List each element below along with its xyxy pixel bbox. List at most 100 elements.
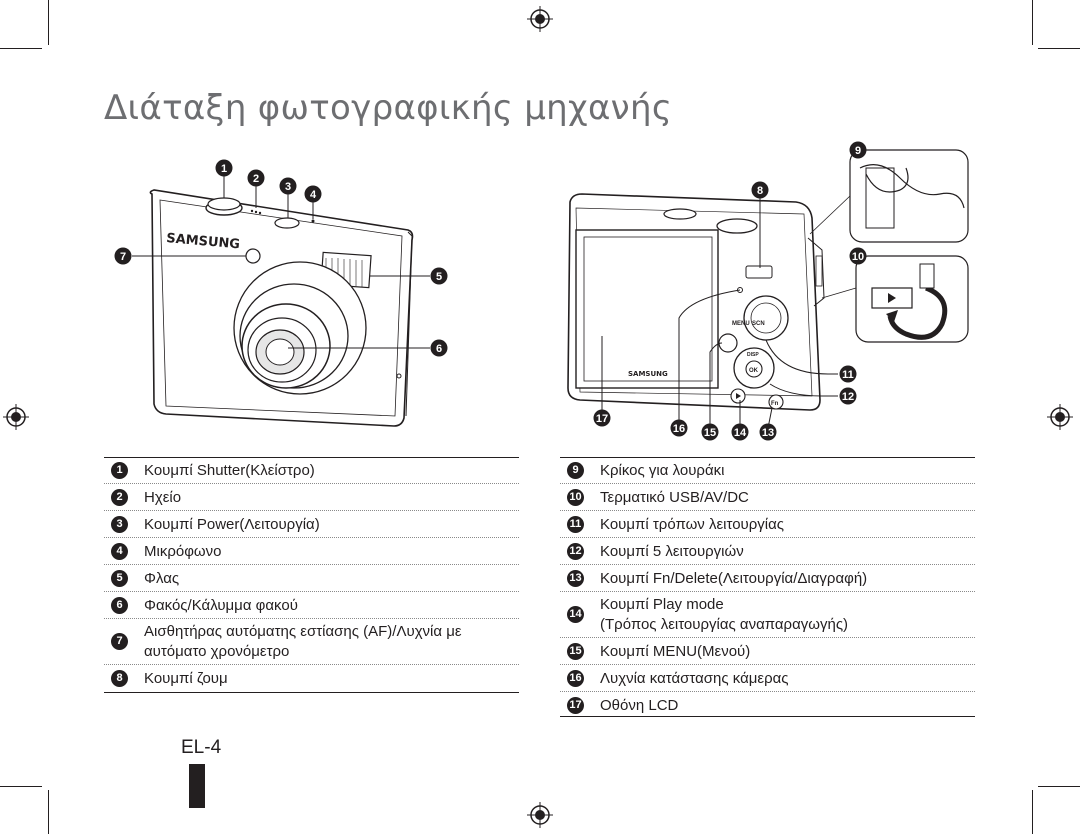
legend-text: Κουμπί Shutter(Κλείστρο) xyxy=(144,462,315,479)
section-tab-marker xyxy=(189,764,205,808)
svg-text:MENU: MENU xyxy=(732,321,750,327)
callout-11-icon: 11 xyxy=(839,365,857,383)
callout-13-icon: 13 xyxy=(759,423,777,441)
legend-text: Οθόνη LCD xyxy=(600,697,679,714)
svg-text:14: 14 xyxy=(734,427,747,439)
legend-number: 12 xyxy=(567,543,584,560)
legend-number: 13 xyxy=(567,570,584,587)
svg-text:16: 16 xyxy=(673,423,685,435)
svg-text:8: 8 xyxy=(757,185,763,197)
callout-1-icon: 1 xyxy=(215,159,233,177)
legend-number: 2 xyxy=(111,489,128,506)
callout-10-icon: 10 xyxy=(849,247,867,265)
legend-row: 7 Αισθητήρας αυτόματης εστίασης (AF)/Λυχν… xyxy=(104,619,519,665)
svg-text:1: 1 xyxy=(221,163,227,175)
legend-number: 5 xyxy=(111,570,128,587)
camera-front-illustration: SAMSUNG 1 2 3 4 7 5 6 xyxy=(114,159,448,427)
crop-mark xyxy=(0,786,42,787)
legend-text: Φλας xyxy=(144,570,180,587)
legend-row: 2 Ηχείο xyxy=(104,484,519,511)
legend-row: 5 Φλας xyxy=(104,565,519,592)
svg-text:10: 10 xyxy=(852,251,864,263)
legend-text: Κουμπί τρόπων λειτουργίας xyxy=(600,516,785,533)
svg-text:11: 11 xyxy=(842,369,854,381)
legend-number: 7 xyxy=(111,633,128,650)
right-legend-table: 9 Κρίκος για λουράκι 10 Τερματικό USB/AV/D… xyxy=(560,458,975,719)
callout-17-icon: 17 xyxy=(593,409,611,427)
legend-text: (Τρόπος λειτουργίας αναπαραγωγής) xyxy=(600,616,849,633)
svg-text:SCN: SCN xyxy=(752,321,765,327)
registration-mark-icon xyxy=(3,404,29,430)
legend-number: 1 xyxy=(111,462,128,479)
legend-number: 15 xyxy=(567,643,584,660)
legend-text: Αισθητήρας αυτόματης εστίασης (AF)/Λυχνί… xyxy=(144,623,462,640)
legend-bottom-rule xyxy=(104,692,519,693)
callout-15-icon: 15 xyxy=(701,423,719,441)
svg-text:12: 12 xyxy=(842,391,854,403)
legend-bottom-rule xyxy=(560,716,975,717)
legend-text: Τερματικό USB/AV/DC xyxy=(600,489,749,506)
registration-mark-icon xyxy=(527,802,553,828)
legend-row: 9 Κρίκος για λουράκι xyxy=(560,458,975,484)
registration-mark-icon xyxy=(527,6,553,32)
brand-logo: SAMSUNG xyxy=(628,370,668,378)
legend-top-rule xyxy=(104,457,519,458)
legend-text: Κρίκος για λουράκι xyxy=(600,462,725,479)
legend-text: Κουμπί Power(Λειτουργία) xyxy=(144,516,320,533)
callout-12-icon: 12 xyxy=(839,387,857,405)
callout-5-icon: 5 xyxy=(430,267,448,285)
legend-text: Κουμπί MENU(Μενού) xyxy=(600,643,751,660)
crop-mark xyxy=(1038,786,1080,787)
legend-row: 3 Κουμπί Power(Λειτουργία) xyxy=(104,511,519,538)
legend-text: Ηχείο xyxy=(144,489,182,506)
svg-text:6: 6 xyxy=(436,343,442,355)
page-number: EL-4 xyxy=(181,737,222,758)
svg-text:3: 3 xyxy=(285,181,291,193)
legend-row: 6 Φακός/Κάλυμμα φακού xyxy=(104,592,519,619)
svg-text:15: 15 xyxy=(704,427,716,439)
legend-number: 3 xyxy=(111,516,128,533)
legend-text: Κουμπί ζουμ xyxy=(144,670,228,687)
legend-text: αυτόματο χρονόμετρο xyxy=(144,643,290,660)
legend-number: 6 xyxy=(111,597,128,614)
legend-number: 10 xyxy=(567,489,584,506)
legend-text: Κουμπί Play mode xyxy=(600,596,724,613)
legend-text: Κουμπί Fn/Delete(Λειτουργία/Διαγραφή) xyxy=(600,570,868,587)
legend-number: 11 xyxy=(567,516,584,533)
callout-6-icon: 6 xyxy=(430,339,448,357)
callout-2-icon: 2 xyxy=(247,169,265,187)
callout-4-icon: 4 xyxy=(304,185,322,203)
legend-number: 8 xyxy=(111,670,128,687)
legend-number: 9 xyxy=(567,462,584,479)
legend-row: 13 Κουμπί Fn/Delete(Λειτουργία/Διαγραφή) xyxy=(560,565,975,592)
svg-text:2: 2 xyxy=(253,173,259,185)
page-title: Διάταξη φωτογραφικής μηχανής xyxy=(104,88,673,128)
legend-row: 1 Κουμπί Shutter(Κλείστρο) xyxy=(104,458,519,484)
brand-logo: SAMSUNG xyxy=(166,231,241,252)
legend-row: 15 Κουμπί MENU(Μενού) xyxy=(560,638,975,665)
svg-text:5: 5 xyxy=(436,271,442,283)
svg-text:Fn: Fn xyxy=(771,401,779,407)
callout-9-icon: 9 xyxy=(849,141,867,159)
registration-mark-icon xyxy=(1047,404,1073,430)
crop-mark xyxy=(48,0,49,45)
crop-mark xyxy=(48,790,49,834)
legend-row: 8 Κουμπί ζουμ xyxy=(104,665,519,692)
camera-back-illustration: SAMSUNG SCN MENU OK DISP Fn 9 8 10 xyxy=(567,141,969,441)
callout-8-icon: 8 xyxy=(751,181,769,199)
callout-14-icon: 14 xyxy=(731,423,749,441)
crop-mark xyxy=(1032,790,1033,834)
crop-mark xyxy=(1032,0,1033,45)
crop-mark xyxy=(0,48,42,49)
crop-mark xyxy=(1038,48,1080,49)
callout-7-icon: 7 xyxy=(114,247,132,265)
legend-text: Φακός/Κάλυμμα φακού xyxy=(144,597,298,614)
legend-text: Λυχνία κατάστασης κάμερας xyxy=(600,670,789,687)
svg-text:4: 4 xyxy=(310,189,317,201)
